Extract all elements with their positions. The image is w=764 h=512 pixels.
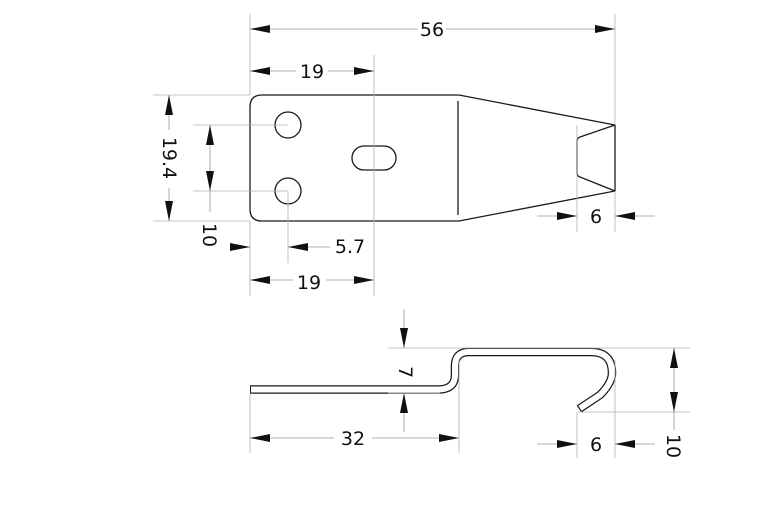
dimension-label: 10 — [198, 223, 220, 247]
dimension-label: 6 — [590, 434, 602, 456]
tip-notch — [576, 124, 616, 192]
dimension-label: 19 — [300, 61, 324, 83]
bracket-outline — [249, 94, 616, 222]
dimension-label: 6 — [590, 206, 602, 228]
dimension-label: 10 — [662, 434, 684, 458]
dimension-width: 19.4 — [158, 95, 180, 221]
extension-lines — [153, 14, 616, 296]
top-view: 56 19 19.4 10 — [153, 14, 655, 296]
dimension-hole-offset: 5.7 — [230, 236, 365, 258]
dimension-overall-length: 56 — [250, 19, 615, 41]
dimension-label: 7 — [394, 366, 416, 378]
dimension-hook-width: 6 — [537, 434, 655, 456]
side-view: 7 32 6 10 — [249, 309, 690, 458]
dimension-hook-height: 10 — [662, 348, 684, 458]
dimension-slot-offset-bottom: 19 — [250, 272, 374, 294]
dimension-label: 32 — [341, 428, 365, 450]
dimension-label: 19.4 — [158, 137, 180, 179]
dimension-slot-offset-top: 19 — [250, 61, 374, 83]
dimension-step-height: 7 — [394, 309, 416, 432]
dimension-label: 56 — [420, 19, 444, 41]
dimension-tip-notch: 6 — [537, 206, 655, 228]
dimension-label: 19 — [297, 272, 321, 294]
bracket-profile — [250, 347, 617, 413]
dimension-label: 5.7 — [335, 236, 365, 258]
dimension-flat-length: 32 — [250, 428, 459, 450]
extension-lines — [249, 347, 690, 458]
dimension-hole-spacing: 10 — [198, 125, 220, 247]
